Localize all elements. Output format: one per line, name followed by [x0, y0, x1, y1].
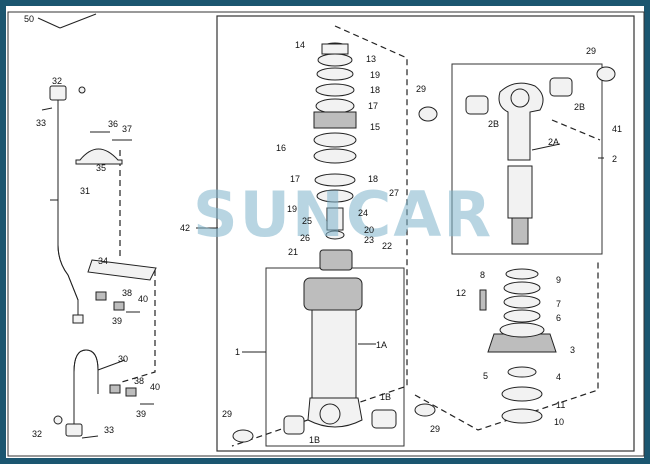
label-2B-right: 2B — [574, 102, 585, 112]
label-13: 13 — [366, 54, 376, 64]
label-2A: 2A — [548, 137, 559, 147]
label-30: 30 — [118, 354, 128, 364]
label-23: 23 — [364, 235, 374, 245]
label-25: 25 — [302, 216, 312, 226]
pipe-30 — [65, 349, 99, 437]
cylinder-assembly-box — [216, 15, 635, 452]
small-hardware-left — [41, 86, 154, 439]
label-39-bottom: 39 — [136, 409, 146, 419]
label-9: 9 — [556, 275, 561, 285]
label-33-top: 33 — [36, 118, 46, 128]
label-18-top: 18 — [370, 85, 380, 95]
outer-border — [7, 11, 645, 457]
label-5: 5 — [483, 371, 488, 381]
label-17-mid: 17 — [290, 174, 300, 184]
dashed-group-line-center — [231, 25, 408, 447]
label-12: 12 — [456, 288, 466, 298]
label-6: 6 — [556, 313, 561, 323]
label-21: 21 — [288, 247, 298, 257]
label-10: 10 — [554, 417, 564, 427]
label-41: 41 — [612, 124, 622, 134]
label-40-top: 40 — [138, 294, 148, 304]
label-42: 42 — [180, 223, 190, 233]
label-39-top: 39 — [112, 316, 122, 326]
label-15: 15 — [370, 122, 380, 132]
label-14: 14 — [295, 40, 305, 50]
label-1B-bottom: 1B — [309, 435, 320, 445]
label-4: 4 — [556, 372, 561, 382]
label-22: 22 — [382, 241, 392, 251]
bushing-1B-pair — [283, 409, 397, 435]
label-7: 7 — [556, 299, 561, 309]
label-29-bottom-right: 29 — [430, 424, 440, 434]
label-29-top-left: 29 — [416, 84, 426, 94]
dashed-group-line-right — [414, 262, 599, 431]
label-26: 26 — [300, 233, 310, 243]
label-19-top: 19 — [370, 70, 380, 80]
label-40-bottom: 40 — [150, 382, 160, 392]
bushings-2B — [418, 66, 616, 122]
label-32-bottom: 32 — [32, 429, 42, 439]
label-38-top: 38 — [122, 288, 132, 298]
label-29-top-right: 29 — [586, 46, 596, 56]
label-32-top: 32 — [52, 76, 62, 86]
label-8: 8 — [480, 270, 485, 280]
label-50: 50 — [24, 14, 34, 24]
label-3: 3 — [570, 345, 575, 355]
label-1B-right: 1B — [380, 392, 391, 402]
label-27: 27 — [389, 188, 399, 198]
label-1A: 1A — [376, 340, 387, 350]
label-17-top: 17 — [368, 101, 378, 111]
cylinder-tube-1A — [303, 277, 363, 428]
watermark-text: SUNCAR — [193, 178, 493, 251]
label-35: 35 — [96, 163, 106, 173]
label-11: 11 — [556, 400, 565, 410]
piston-rod-2A — [498, 82, 544, 245]
o-rings-29-bottom — [232, 403, 436, 443]
label-20: 20 — [364, 225, 374, 235]
clamp-35 — [75, 148, 123, 165]
label-36: 36 — [108, 119, 118, 129]
label-1: 1 — [235, 347, 240, 357]
label-16: 16 — [276, 143, 286, 153]
label-37: 37 — [122, 124, 132, 134]
dashed-line-41 — [551, 119, 601, 141]
label-2: 2 — [612, 154, 617, 164]
label-19-mid: 19 — [287, 204, 297, 214]
label-38-bottom: 38 — [134, 376, 144, 386]
label-33-bottom: 33 — [104, 425, 114, 435]
piston-seals-right — [479, 268, 557, 424]
bracket-34 — [87, 259, 157, 281]
callout-labels: 50 32 33 36 37 35 31 34 38 40 39 30 38 4… — [24, 14, 622, 445]
label-2B-left: 2B — [488, 119, 499, 129]
label-18-mid: 18 — [368, 174, 378, 184]
center-seal-stack — [313, 42, 357, 271]
label-34: 34 — [98, 256, 108, 266]
rod-group-box — [451, 63, 603, 255]
label-31: 31 — [80, 186, 90, 196]
leader-lines — [37, 13, 604, 371]
pipe-31 — [49, 85, 84, 324]
dashed-line-bracket — [121, 270, 156, 383]
label-29-bottom-left: 29 — [222, 409, 232, 419]
label-24: 24 — [358, 208, 368, 218]
